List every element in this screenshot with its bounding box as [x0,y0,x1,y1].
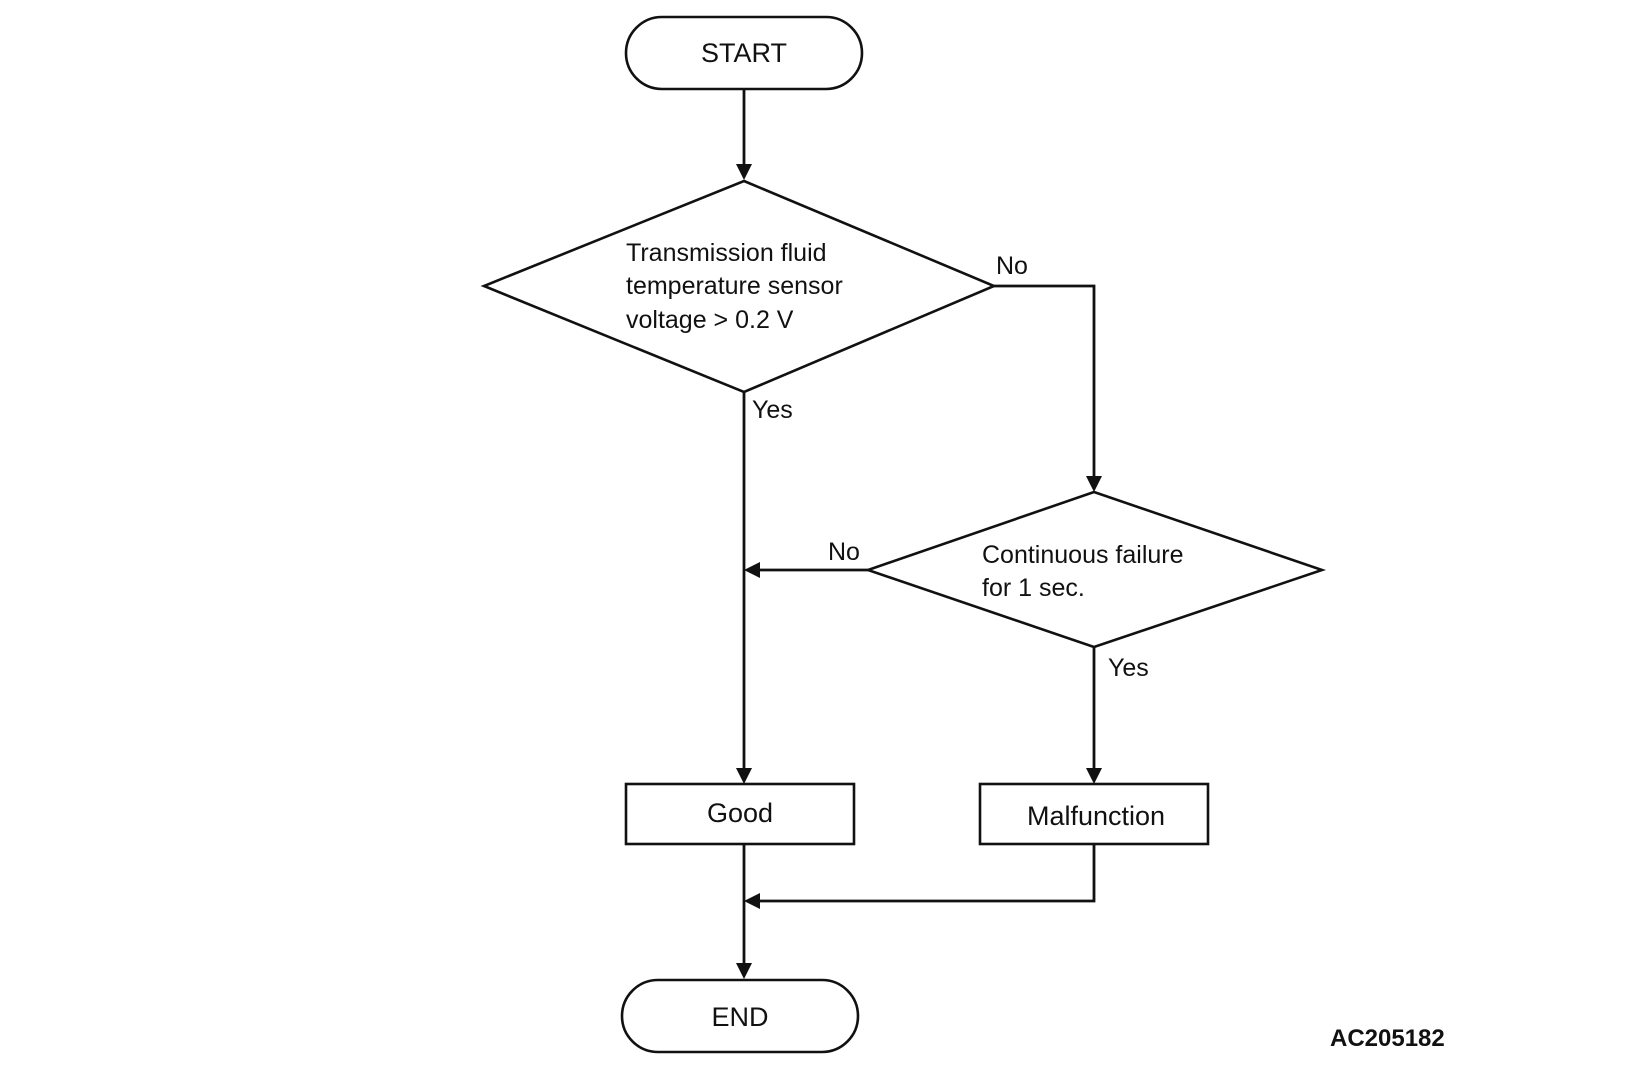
end-label: END [711,1002,768,1032]
figure-code: AC205182 [1330,1025,1445,1052]
decision1-no-label: No [996,252,1028,280]
arrowhead-good [736,768,752,784]
arrowhead-decision2 [1086,476,1102,492]
decision1-line-3: voltage > 0.2 V [626,306,794,334]
start-label: START [701,38,787,68]
arrowhead-merge-malfunction [744,893,760,909]
decision1-line-1: Transmission fluid [626,239,827,267]
arrowhead-end [736,963,752,979]
decision2-yes-label: Yes [1108,654,1149,682]
good-label: Good [707,798,773,828]
decision2-line-2: for 1 sec. [982,574,1085,602]
decision2-no-label: No [828,538,860,566]
arrowhead-decision1 [736,164,752,180]
malfunction-label: Malfunction [1027,801,1165,831]
connector-malfunction-merge [760,844,1096,903]
decision1-line-2: temperature sensor [626,272,843,300]
decision-continuous-failure [863,490,1327,649]
arrowhead-malfunction [1086,768,1102,784]
end-terminator [620,978,860,1054]
decision2-line-1: Continuous failure [982,541,1184,569]
decision1-yes-label: Yes [752,396,793,424]
arrowhead-merge-decision2-no [744,562,760,578]
connector-decision1-no [994,284,1096,476]
good-box [624,782,856,846]
